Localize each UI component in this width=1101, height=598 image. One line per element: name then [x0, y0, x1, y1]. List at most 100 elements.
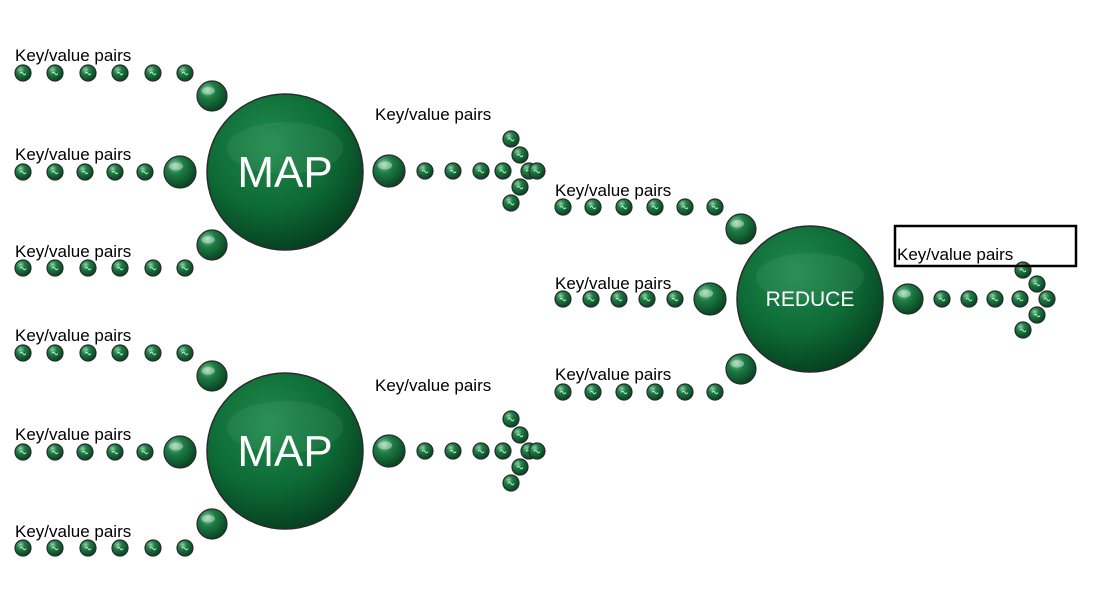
kv-label-map2-input-2: Key/value pairs [15, 425, 131, 444]
kv-bead [136, 443, 154, 461]
kv-label-map2-input-3: Key/value pairs [15, 522, 131, 541]
kv-bead [106, 443, 124, 461]
kv-bead-large [163, 435, 197, 469]
kv-bead [554, 290, 572, 308]
kv-bead-large [725, 353, 757, 385]
kv-bead [76, 163, 94, 181]
map-node-label: MAP [237, 427, 332, 476]
kv-bead [111, 259, 129, 277]
kv-bead [1014, 261, 1032, 279]
kv-label-map1-input-2: Key/value pairs [15, 145, 131, 164]
kv-bead [14, 64, 32, 82]
kv-bead [494, 162, 512, 180]
kv-bead [111, 344, 129, 362]
reduce-node: REDUCE [736, 225, 884, 373]
kv-bead [416, 442, 434, 460]
kv-bead [610, 290, 628, 308]
kv-bead [615, 383, 633, 401]
kv-bead-large [196, 360, 228, 392]
kv-bead [416, 162, 434, 180]
kv-bead [79, 539, 97, 557]
kv-bead [554, 198, 572, 216]
kv-bead [1038, 290, 1056, 308]
kv-bead [960, 290, 978, 308]
kv-label-reduce-output: Key/value pairs [897, 245, 1013, 264]
kv-bead-large [163, 155, 197, 189]
kv-bead [111, 64, 129, 82]
kv-bead [1011, 290, 1029, 308]
kv-bead [136, 163, 154, 181]
kv-label-map2-output: Key/value pairs [375, 376, 491, 395]
kv-bead [176, 64, 194, 82]
kv-bead [511, 178, 529, 196]
kv-label-map1-output: Key/value pairs [375, 105, 491, 124]
kv-bead [46, 443, 64, 461]
kv-bead [502, 194, 520, 212]
kv-bead [584, 383, 602, 401]
kv-label-map1-input-1: Key/value pairs [15, 46, 131, 65]
kv-bead [502, 410, 520, 428]
kv-bead [79, 344, 97, 362]
kv-bead [584, 198, 602, 216]
kv-label-reduce-input-3: Key/value pairs [555, 365, 671, 384]
kv-bead [646, 198, 664, 216]
kv-bead [1014, 321, 1032, 339]
kv-bead [933, 290, 951, 308]
map-node-label: MAP [237, 148, 332, 197]
kv-bead [46, 344, 64, 362]
kv-bead [582, 290, 600, 308]
kv-bead [1028, 275, 1046, 293]
kv-bead [144, 259, 162, 277]
kv-bead [676, 198, 694, 216]
kv-bead [46, 539, 64, 557]
kv-bead-large [892, 283, 924, 315]
map-node-2: MAP [206, 372, 364, 530]
kv-bead [176, 344, 194, 362]
kv-bead [14, 163, 32, 181]
kv-bead [79, 259, 97, 277]
kv-label-map2-input-1: Key/value pairs [15, 326, 131, 345]
map-node-1: MAP [206, 93, 364, 251]
kv-bead [646, 383, 664, 401]
kv-bead [176, 539, 194, 557]
kv-bead [46, 163, 64, 181]
kv-label-map1-input-3: Key/value pairs [15, 242, 131, 261]
kv-bead [986, 290, 1004, 308]
kv-bead [615, 198, 633, 216]
kv-bead [638, 290, 656, 308]
kv-label-reduce-input-2: Key/value pairs [555, 274, 671, 293]
kv-bead [111, 539, 129, 557]
kv-label-reduce-input-1: Key/value pairs [555, 181, 671, 200]
kv-bead-large [196, 229, 228, 261]
kv-bead [472, 442, 490, 460]
kv-bead [79, 64, 97, 82]
kv-bead [76, 443, 94, 461]
kv-bead [511, 146, 529, 164]
kv-bead [706, 198, 724, 216]
kv-bead [666, 290, 684, 308]
kv-bead [46, 259, 64, 277]
kv-bead [144, 64, 162, 82]
kv-bead [502, 130, 520, 148]
kv-bead [511, 426, 529, 444]
kv-bead [1028, 306, 1046, 324]
output-highlight-box [893, 224, 1078, 268]
kv-bead [14, 259, 32, 277]
kv-bead [444, 442, 462, 460]
kv-bead-large [196, 508, 228, 540]
kv-bead [554, 383, 572, 401]
kv-bead-large [725, 213, 757, 245]
kv-bead [176, 259, 194, 277]
kv-bead [494, 442, 512, 460]
kv-bead [472, 162, 490, 180]
kv-bead-large [196, 80, 228, 112]
kv-bead [511, 458, 529, 476]
kv-bead [14, 539, 32, 557]
kv-bead [502, 474, 520, 492]
kv-bead [106, 163, 124, 181]
kv-bead [706, 383, 724, 401]
kv-bead [14, 344, 32, 362]
kv-bead [676, 383, 694, 401]
kv-bead [144, 539, 162, 557]
